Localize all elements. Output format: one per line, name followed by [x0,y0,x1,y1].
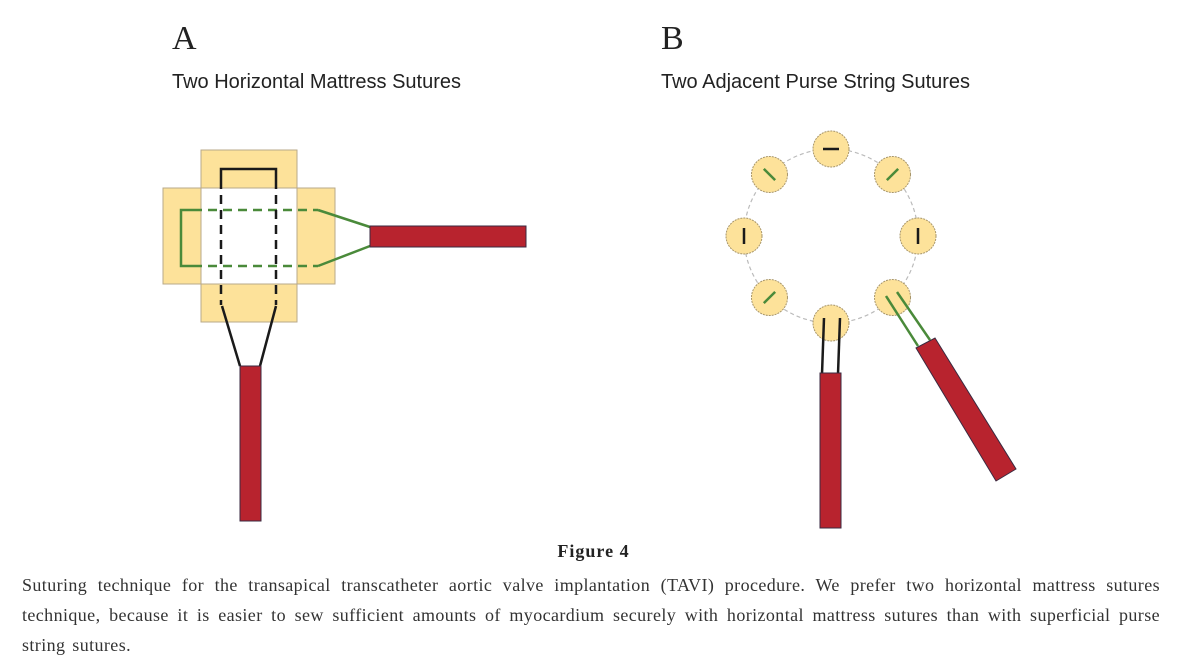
green-suture-tail-bottom [317,244,371,268]
pledget-3 [874,279,912,317]
figure-label: Figure 4 [557,541,630,561]
center-area [200,187,298,285]
green-tail-right [895,291,932,341]
tourniquet-vertical-b [819,372,842,529]
pledget-4 [812,304,850,342]
panel-a-title: Two Horizontal Mattress Sutures [172,71,461,93]
pledget-right [296,187,336,285]
tourniquet-vertical [239,365,262,522]
tourniquet-diagonal-b [915,337,1017,482]
panel-b-title: Two Adjacent Purse String Sutures [661,71,971,93]
figure-caption: Suturing technique for the transapical t… [22,575,1160,655]
black-suture-tail-left [220,305,242,367]
panel-b-diagram [725,130,1017,529]
suture-mark-5 [762,290,777,305]
tourniquet-horizontal [369,225,527,248]
pledget-bottom [200,283,298,323]
suture-mark-7 [762,167,777,182]
black-suture-tail-right [258,305,278,367]
panel-b-letter: B [661,20,684,57]
suture-diagram [162,130,1017,529]
panel-a-letter: A [172,20,197,57]
green-tail-left [884,295,920,347]
green-suture-tail-top [317,208,371,229]
black-suture-top-bight [219,167,278,180]
black-tail-right [836,317,842,375]
black-tail-left [820,317,826,375]
panel-a-diagram [162,149,527,522]
suture-mark-1 [885,167,900,182]
green-suture-left-bight [179,208,193,268]
